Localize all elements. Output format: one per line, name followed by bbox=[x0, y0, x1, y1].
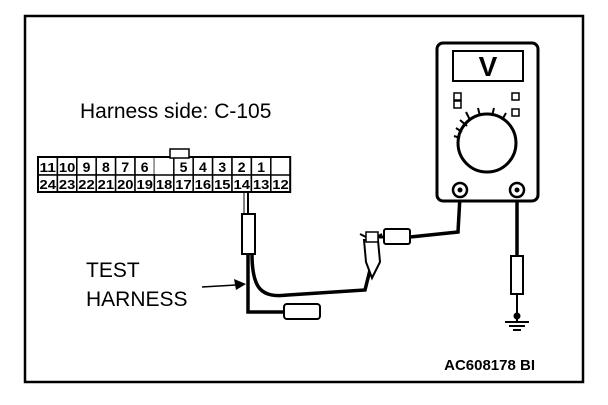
harness-side-label: Harness side: C-105 bbox=[80, 100, 271, 123]
test-harness-wires bbox=[246, 253, 374, 314]
terminal-number: 22 bbox=[78, 177, 94, 192]
ground-icon bbox=[505, 312, 529, 331]
terminal-number: 18 bbox=[156, 177, 172, 192]
range-indicator-4 bbox=[511, 108, 520, 117]
terminal-number: 6 bbox=[141, 159, 149, 175]
range-indicator-1 bbox=[453, 92, 462, 101]
terminal-number: 21 bbox=[98, 177, 114, 192]
terminal-number: 3 bbox=[218, 159, 226, 175]
terminal-number: 11 bbox=[40, 160, 56, 175]
test-harness-label-line2: HARNESS bbox=[86, 288, 188, 311]
terminal-number: 4 bbox=[199, 159, 207, 175]
range-indicator-3 bbox=[511, 92, 520, 101]
terminal-number: 23 bbox=[59, 177, 75, 192]
terminal-number: 15 bbox=[214, 177, 230, 192]
terminal-number: 24 bbox=[40, 177, 57, 192]
test-harness-end-connector bbox=[283, 303, 321, 320]
voltmeter: V bbox=[435, 41, 540, 203]
terminal-number: 16 bbox=[195, 177, 211, 192]
terminal-number: 12 bbox=[272, 177, 288, 192]
terminal-number: 10 bbox=[59, 160, 75, 175]
positive-test-lead bbox=[378, 195, 462, 245]
terminal-number: 14 bbox=[234, 177, 251, 192]
top-row-cell bbox=[154, 157, 174, 175]
meter-display bbox=[452, 50, 524, 82]
terminal-number: 8 bbox=[102, 159, 110, 175]
figure-code: AC608178 BI bbox=[444, 357, 535, 374]
terminal-number: 1 bbox=[257, 159, 265, 175]
selector-dial-icon bbox=[456, 112, 518, 174]
terminal-number: 20 bbox=[117, 177, 133, 192]
negative-test-lead bbox=[510, 196, 524, 314]
connector-latch bbox=[169, 148, 190, 159]
connector-outline bbox=[37, 156, 292, 193]
figure-border bbox=[23, 14, 585, 384]
backprobe-pin bbox=[241, 192, 256, 255]
terminal-number: 5 bbox=[180, 159, 188, 175]
terminal-number: 17 bbox=[175, 177, 191, 192]
terminal-number: 7 bbox=[121, 159, 129, 175]
range-indicator-2 bbox=[453, 100, 462, 109]
terminal-number: 9 bbox=[83, 159, 91, 175]
arrow-icon bbox=[201, 279, 246, 290]
test-harness-label-line1: TEST bbox=[86, 259, 140, 282]
alligator-clip bbox=[359, 231, 383, 281]
display-symbol: V bbox=[479, 51, 498, 82]
terminal-number: 19 bbox=[137, 177, 153, 192]
terminal-number: 2 bbox=[238, 159, 246, 175]
terminal-number: 13 bbox=[253, 177, 269, 192]
